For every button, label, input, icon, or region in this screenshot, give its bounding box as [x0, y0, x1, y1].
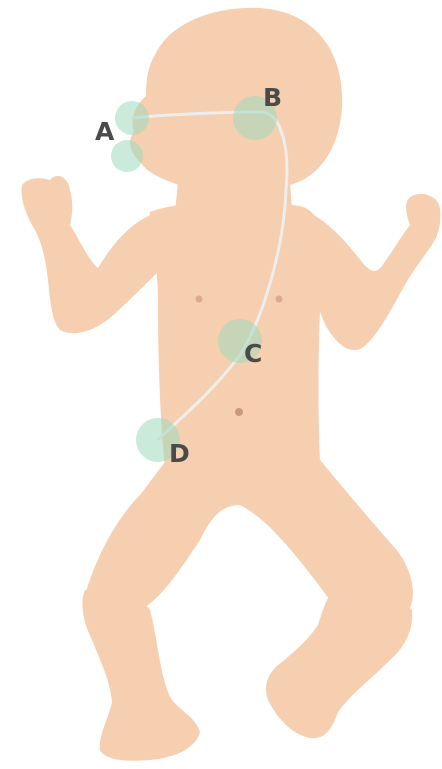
- right-nipple: [276, 296, 283, 303]
- right-arm: [300, 194, 441, 350]
- marker-a-lower: [111, 140, 143, 172]
- label-b: B: [263, 83, 282, 112]
- left-arm: [21, 176, 168, 333]
- label-c: C: [244, 339, 262, 368]
- marker-a-upper: [115, 101, 149, 135]
- left-leg: [82, 588, 200, 761]
- label-a: A: [95, 117, 115, 146]
- label-d: D: [169, 439, 190, 468]
- right-leg: [266, 593, 412, 738]
- body-silhouette: [21, 8, 440, 761]
- left-nipple: [196, 296, 203, 303]
- head: [130, 8, 342, 201]
- navel: [235, 408, 243, 416]
- pelvis: [85, 460, 413, 615]
